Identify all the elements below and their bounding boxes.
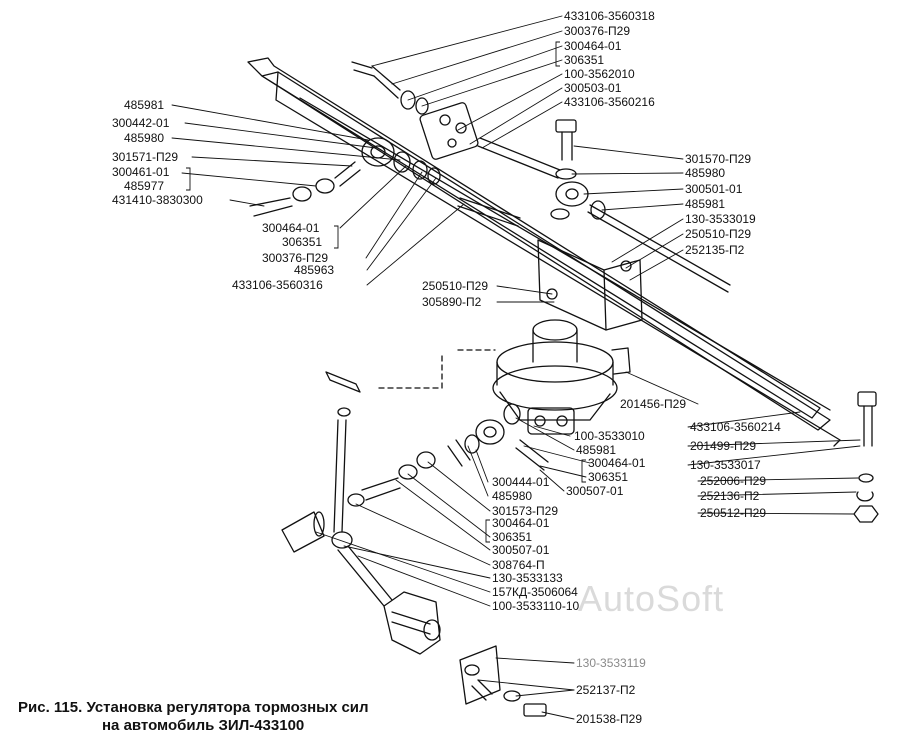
label-306351: 306351 [564, 53, 605, 67]
lower-bracket [459, 645, 547, 717]
label-433106-3560316: 433106-3560316 [232, 278, 323, 292]
left-fittings [249, 137, 521, 227]
label-252135-p2: 252135-П2 [685, 243, 745, 257]
label-252136-p2: 252136-П2 [700, 489, 760, 503]
label-300503-01: 300503-01 [564, 81, 622, 95]
lever-rod [325, 371, 393, 607]
caption-line-2: на автомобиль ЗИЛ-433100 [102, 717, 305, 734]
label-300464-01-d: 300464-01 [492, 516, 550, 530]
label-485963: 485963 [294, 263, 335, 277]
label-300442-01: 300442-01 [112, 116, 170, 130]
dashed-link [377, 349, 496, 389]
label-300464-01-b: 300464-01 [262, 221, 320, 235]
regulator-body [492, 319, 631, 435]
label-300376-p29: 300376-П29 [564, 24, 631, 38]
label-485980-c: 485980 [492, 489, 533, 503]
lower-knob [383, 591, 441, 655]
leader-lines [171, 15, 861, 720]
rubber-sleeve [281, 511, 325, 553]
label-306351-d: 306351 [492, 530, 533, 544]
label-485981-b: 485981 [685, 197, 726, 211]
label-300507-01-b: 300507-01 [492, 543, 550, 557]
label-485980-b: 485980 [685, 166, 726, 180]
label-485981-a: 485981 [124, 98, 165, 112]
label-485980-a: 485980 [124, 131, 165, 145]
label-300444-01: 300444-01 [492, 475, 550, 489]
label-301570-p29: 301570-П29 [685, 152, 752, 166]
label-201456-p29: 201456-П29 [620, 397, 687, 411]
label-301573-p29: 301573-П29 [492, 504, 559, 518]
label-300464-01-c: 300464-01 [588, 456, 646, 470]
label-306351-c: 306351 [588, 470, 629, 484]
label-485977: 485977 [124, 179, 165, 193]
frame-bar [247, 57, 841, 447]
label-130-3533019: 130-3533019 [685, 212, 756, 226]
label-431410-3830300: 431410-3830300 [112, 193, 203, 207]
label-250510-p29-b: 250510-П29 [422, 279, 489, 293]
mounting-bracket [537, 239, 643, 331]
label-300507-01-a: 300507-01 [566, 484, 624, 498]
label-100-3533110-10: 100-3533110-10 [492, 599, 580, 613]
lower-fittings [347, 403, 549, 507]
label-300376-p29-b: 300376-П29 [262, 251, 329, 265]
label-305890-p2: 305890-П2 [422, 295, 482, 309]
label-306351-b: 306351 [282, 235, 323, 249]
caption-line-1: Рис. 115. Установка регулятора тормозных… [18, 699, 369, 716]
label-100-3562010: 100-3562010 [564, 67, 635, 81]
label-100-3533010: 100-3533010 [574, 429, 645, 443]
label-308764-p: 308764-П [492, 558, 545, 572]
watermark: AutoSoft [578, 578, 725, 619]
label-301571-p29: 301571-П29 [112, 150, 179, 164]
label-130-3533017: 130-3533017 [690, 458, 761, 472]
label-485981-c: 485981 [576, 443, 617, 457]
label-201538-p29: 201538-П29 [576, 712, 643, 726]
label-252006-p29: 252006-П29 [700, 474, 767, 488]
label-300461-01: 300461-01 [112, 165, 170, 179]
label-433106-3560318: 433106-3560318 [564, 9, 655, 23]
label-433106-3560214: 433106-3560214 [690, 420, 781, 434]
label-250512-p29: 250512-П29 [700, 506, 767, 520]
label-252137-p2: 252137-П2 [576, 683, 636, 697]
label-130-3533133: 130-3533133 [492, 571, 563, 585]
label-433106-3560216: 433106-3560216 [564, 95, 655, 109]
tee-fitting-upper [400, 90, 479, 160]
brake-tube-upper [351, 61, 731, 293]
label-201499-p29: 201499-П29 [690, 439, 757, 453]
label-250510-p29-a: 250510-П29 [685, 227, 752, 241]
label-157kd-3506064: 157КД-3506064 [492, 585, 578, 599]
label-300464-01: 300464-01 [564, 39, 622, 53]
label-130-3533119: 130-3533119 [576, 656, 646, 670]
figure-caption: Рис. 115. Установка регулятора тормозных… [18, 699, 448, 735]
label-300501-01: 300501-01 [685, 182, 743, 196]
right-fasteners [853, 391, 879, 523]
